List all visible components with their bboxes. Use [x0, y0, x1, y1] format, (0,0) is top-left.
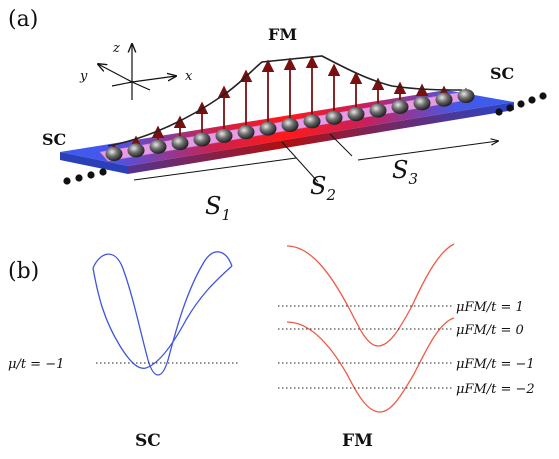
- fm-levels: μFM/t = 1 μFM/t = 0 μFM/t = −1 μFM/t = −2: [278, 300, 535, 397]
- atom: [391, 99, 409, 114]
- fm-level-label: μFM/t = −2: [456, 382, 535, 397]
- s3-arrow: [357, 141, 498, 161]
- s1-underline: [133, 157, 297, 181]
- axis-z-label: z: [112, 41, 120, 56]
- substrate-side-face: [60, 152, 128, 174]
- atom: [127, 143, 145, 158]
- lead-right: [495, 92, 547, 116]
- axis-y-arrow: [98, 64, 133, 83]
- sc-band-curve-inner: [92, 265, 233, 369]
- s1-label: S1: [205, 192, 231, 224]
- s2-label: S2: [310, 172, 336, 204]
- panel-b: (b) μ/t = −1 μFM/t = 1 μFM/t = 0 μFM/t = −…: [8, 243, 535, 451]
- sc-label-left: SC: [42, 130, 66, 149]
- atom: [259, 121, 277, 136]
- fm-label-top: FM: [268, 25, 297, 44]
- panel-a-tag: (a): [8, 7, 38, 32]
- fm-level-label: μFM/t = 0: [456, 323, 524, 338]
- atom: [457, 89, 475, 103]
- substrate-front-face: [128, 102, 514, 174]
- atom: [281, 118, 299, 132]
- magnetization-envelope: [107, 55, 463, 147]
- axis-x-label: x: [185, 69, 193, 84]
- axis-y-tail: [131, 81, 151, 91]
- sc-level-label: μ/t = −1: [8, 357, 64, 372]
- atom: [435, 92, 453, 107]
- atom: [303, 114, 321, 129]
- s3-label: S3: [392, 156, 418, 188]
- atom: [369, 103, 387, 118]
- panel-a: (a) z y x: [8, 7, 547, 224]
- atom: [325, 110, 343, 125]
- atom: [237, 125, 255, 140]
- atom: [215, 128, 233, 143]
- fm-caption: FM: [342, 431, 373, 451]
- atom: [413, 96, 431, 111]
- fm-band-upper: [286, 243, 455, 347]
- atom: [171, 136, 189, 151]
- fm-level-label: μFM/t = 1: [456, 300, 524, 315]
- atom: [105, 147, 123, 161]
- lead-left: [63, 168, 107, 185]
- axis-x-tail: [111, 81, 133, 87]
- atom-chain: [105, 89, 475, 161]
- panel-b-tag: (b): [8, 259, 39, 284]
- axis-x-arrow: [131, 76, 176, 83]
- atom: [149, 139, 167, 154]
- sc-label-right: SC: [490, 64, 514, 83]
- fm-band-lower: [286, 317, 455, 413]
- s2-pointer-left: [281, 141, 319, 183]
- atom: [193, 132, 211, 147]
- fm-level-label: μFM/t = −1: [456, 357, 535, 372]
- s2-pointer-right: [329, 133, 353, 157]
- sc-band-curve: [92, 251, 233, 376]
- atom: [347, 107, 365, 122]
- axis-y-label: y: [79, 69, 88, 84]
- coordinate-axes: [98, 44, 176, 100]
- sc-caption: SC: [135, 431, 161, 451]
